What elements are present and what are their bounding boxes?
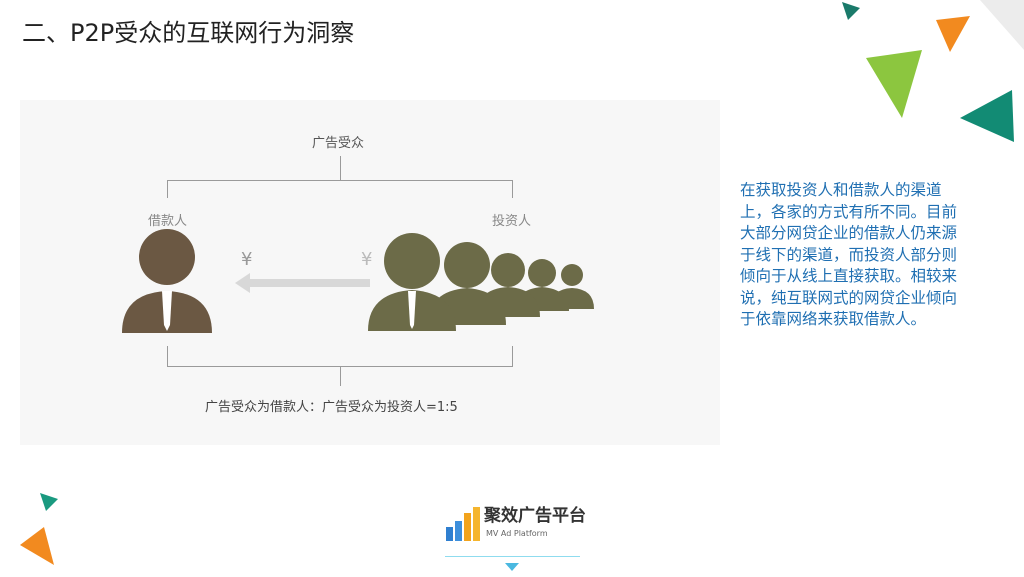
decorative-triangles xyxy=(842,0,1024,142)
brand-name: 聚效广告平台 xyxy=(484,506,586,526)
investor-label: 投资人 xyxy=(492,214,532,229)
diagram-panel xyxy=(20,100,720,445)
audience-label: 广告受众 xyxy=(312,136,365,151)
brand-subtitle: MV Ad Platform xyxy=(486,529,548,538)
brand-logo-icon xyxy=(446,507,480,541)
arrow-left-icon xyxy=(235,273,370,293)
yen-symbol-right: ¥ xyxy=(361,249,373,270)
slide-title: 二、P2P受众的互联网行为洞察 xyxy=(22,19,355,47)
people-illustration xyxy=(122,229,594,333)
footer-divider xyxy=(445,556,580,557)
yen-symbol-left: ¥ xyxy=(241,249,253,270)
description-text: 在获取投资人和借款人的渠道上，各家的方式有所不同。目前大部分网贷企业的借款人仍来… xyxy=(740,181,958,328)
chevron-down-icon xyxy=(505,563,519,571)
decorative-triangles-left xyxy=(20,493,58,565)
investor-icons xyxy=(368,233,594,331)
borrower-icon xyxy=(122,229,212,333)
ratio-caption: 广告受众为借款人：广告受众为投资人=1:5 xyxy=(205,400,458,415)
borrower-label: 借款人 xyxy=(148,214,188,229)
